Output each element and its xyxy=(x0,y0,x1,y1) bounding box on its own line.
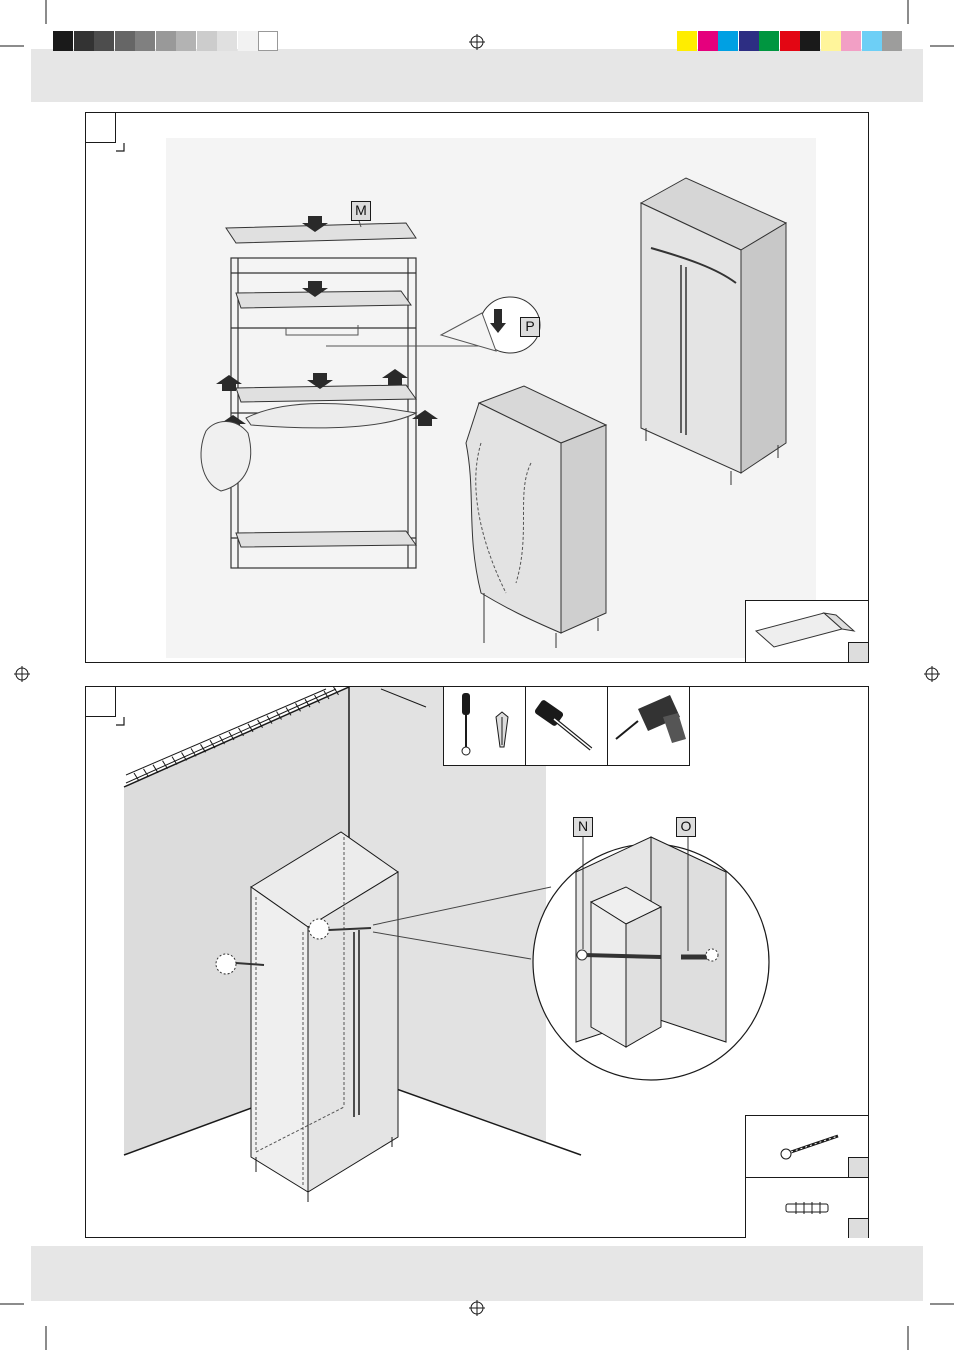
greyscale-swatch xyxy=(258,31,278,51)
drill-icon xyxy=(615,695,686,743)
part-code-box xyxy=(848,1157,868,1177)
color-swatch xyxy=(861,31,882,51)
part-label-n: N xyxy=(573,817,593,837)
part-label-o: O xyxy=(676,817,696,837)
hammer-icon xyxy=(534,700,593,751)
wall-plug-icon xyxy=(785,1202,829,1214)
color-swatch xyxy=(677,31,697,51)
color-swatch xyxy=(738,31,759,51)
greyscale-swatch xyxy=(73,31,94,51)
color-swatch xyxy=(759,31,779,51)
greyscale-swatch xyxy=(155,31,176,51)
color-swatch xyxy=(882,31,902,51)
step-panel-cover: M P xyxy=(85,112,869,663)
shelf-board-icon xyxy=(754,612,856,648)
part-label-m: M xyxy=(351,201,371,221)
tool-hammer xyxy=(525,686,608,766)
screwdriver-icon xyxy=(461,693,509,756)
greyscale-swatch xyxy=(114,31,135,51)
greyscale-swatch xyxy=(196,31,217,51)
part-inset-shelf xyxy=(745,600,868,662)
header-band xyxy=(31,49,923,102)
part-code-box xyxy=(848,642,868,662)
assembly-illustration-wall xyxy=(116,687,770,1202)
color-swatch xyxy=(800,31,820,51)
part-inset-screw xyxy=(745,1115,868,1177)
step-panel-wall-mount: N O xyxy=(85,686,869,1238)
greyscale-swatch xyxy=(135,31,155,51)
assembly-illustration-cover xyxy=(116,138,816,658)
greyscale-swatch xyxy=(176,31,196,51)
part-code-box xyxy=(848,1218,868,1238)
greyscale-swatch xyxy=(94,31,114,51)
tool-screwdriver xyxy=(443,686,526,766)
color-swatch xyxy=(820,31,841,51)
footer-band xyxy=(31,1246,923,1301)
greyscale-swatch xyxy=(53,31,73,51)
greyscale-swatch xyxy=(217,31,237,51)
part-inset-wall-plug xyxy=(745,1177,868,1238)
tool-drill xyxy=(607,686,690,766)
color-swatch xyxy=(841,31,861,51)
screw-icon xyxy=(780,1134,839,1160)
registration-mark-icon xyxy=(14,34,940,1316)
greyscale-swatch xyxy=(237,31,258,51)
step-number-box xyxy=(86,687,116,717)
color-swatch xyxy=(779,31,800,51)
color-swatch xyxy=(718,31,738,51)
part-label-p: P xyxy=(520,317,540,337)
step-number-box xyxy=(86,113,116,143)
color-swatch xyxy=(697,31,718,51)
